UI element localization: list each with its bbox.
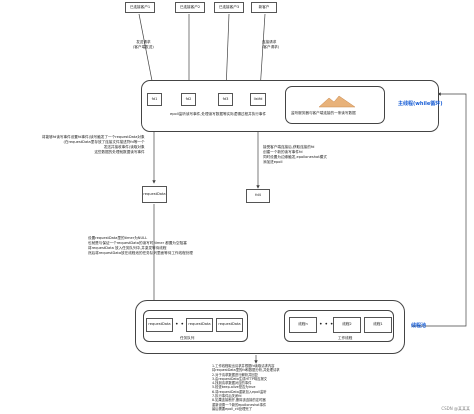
right-steps: 接受客户端连接后,获取连接的fd 创建一个新的读写事件fd 同时设置为边缘触发,… <box>263 145 327 164</box>
worker-item-n: 线程n <box>289 317 317 333</box>
fd4-label: fd4 <box>255 193 261 198</box>
watermark-text: CSDN @某某某 <box>441 406 470 411</box>
request-data-label: requestData <box>143 191 166 196</box>
worker-label-2: 线程2 <box>342 322 352 327</box>
send-request-line-2: (客户端发送) <box>133 44 154 49</box>
queue-item-1: requestData <box>146 318 173 332</box>
fd-label-1: fd1 <box>151 96 158 101</box>
worker-item-1: 线程1 <box>364 317 392 333</box>
new-client-box: 新客户 <box>251 2 277 13</box>
new-client-label: 新客户 <box>258 4 270 9</box>
fd4-box: fd4 <box>246 189 270 203</box>
connect-request-line-2: (客户请求) <box>262 44 280 49</box>
queue-item-label-2: requestData <box>188 322 211 327</box>
worker-item-2: 线程2 <box>333 317 361 333</box>
queue-item-3: requestData <box>216 318 243 332</box>
worker-title: 工作线程 <box>338 336 353 340</box>
listfd-label: listfd <box>253 96 263 101</box>
bottom-step-10: 重新设置一个新的epolloneshot事件 <box>212 402 267 407</box>
bottom-step-3: 2.对于请求数据进行解析并回复 <box>212 372 259 377</box>
listen-note-box: 监听服务器与客户端连接的一条读写数据 <box>285 86 385 124</box>
client-label-3: 已连接客户3 <box>218 4 240 9</box>
client-box-2: 已连接客户2 <box>175 2 205 13</box>
client-label-1: 已连接客户1 <box>129 4 151 9</box>
fd-box-2: fd2 <box>181 93 196 106</box>
epoll-caption: epoll监听读写事件,处理读写数据等实际逻辑过程并执行事件 <box>170 112 267 116</box>
client-label-2: 已连接客户2 <box>179 4 201 9</box>
send-request-line-1: 发送请求 <box>136 40 151 44</box>
bottom-steps: 1.工作线程取出请求并根据fd读取请求内容 将requestData里的fd和数… <box>212 364 280 411</box>
send-request-note: 发送请求 (客户端发送) <box>133 40 154 50</box>
left-step-2: (在requestData里存放了连接文件描述符fd等一个 <box>63 139 145 144</box>
queue-item-2: requestData <box>186 318 213 332</box>
left-step-1: 将能够fd读写事件设置fd事件(读写触发了一个requestData对象 <box>42 135 145 139</box>
bottom-step-1: 1.工作线程取出请求并根据fd读取请求内容 <box>212 364 275 368</box>
bottom-step-9: 8.如果连接断开,删除该连接的定时器 <box>212 398 266 403</box>
worker-ellipsis: • • • • • <box>319 321 345 328</box>
left-steps: 将能够fd读写事件设置fd事件(读写触发了一个requestData对象 (在r… <box>42 135 145 154</box>
connect-request-note: 连接请求 (客户请求) <box>262 40 279 50</box>
bottom-step-5: 4.找到请求数据对应的事件 <box>212 381 252 386</box>
middle-step-1: 设置requestData里的timer为NULL <box>88 236 148 240</box>
bottom-step-11: 最后需要epoll_ctl处理完了 <box>212 406 253 411</box>
right-step-4: 添加进epoll <box>263 159 283 164</box>
queue-item-label-3: requestData <box>218 322 241 327</box>
left-step-4: 这些数据的处理就数据读写事件 <box>94 149 145 154</box>
client-box-3: 已连接客户3 <box>214 2 244 13</box>
middle-step-3: 将requestData 放入任务队列中,并激发等待线程 <box>88 245 167 250</box>
connect-request-line-1: 连接请求 <box>262 40 277 44</box>
fd-box-1: fd1 <box>147 93 162 106</box>
middle-step-4: 然后将requestData放在线程池的任务队列里面等待工作线程处理 <box>88 250 193 255</box>
request-data-box: requestData <box>142 186 167 203</box>
left-step-3: 发送并接收事件)读取对象 <box>103 144 145 149</box>
right-step-1: 接受客户端连接后,获取连接的fd <box>263 145 315 149</box>
logo-icon <box>318 95 356 108</box>
thread-pool-label: 线程池 <box>411 323 427 329</box>
client-box-1: 已连接客户1 <box>125 2 155 13</box>
bottom-step-8: 7.执行事件后关闭fd <box>212 393 242 398</box>
fd-label-2: fd2 <box>185 96 192 101</box>
middle-steps: 设置requestData里的timer为NULL 也就是与保证一个reques… <box>88 236 193 255</box>
bottom-step-7: 6.将requestData重新加入epoll监听 <box>212 389 267 394</box>
listen-note-text: 监听服务器与客户端连接的一条读写数据 <box>291 111 356 115</box>
middle-step-2: 也就是与保证一个requestData的读写时 timer 都置为空阻塞 <box>88 240 187 245</box>
queue-item-label-1: requestData <box>148 322 171 327</box>
right-step-3: 同时设置为边缘触发,epolloneshot模式 <box>263 154 327 159</box>
fd-label-3: fd3 <box>222 96 229 101</box>
bottom-step-6: 5.检查keep-alive是否为true <box>212 385 256 390</box>
fd-box-3: fd3 <box>218 93 233 106</box>
worker-label-1: 线程1 <box>373 322 383 327</box>
worker-label-n: 线程n <box>298 322 308 327</box>
task-queue-title: 任务队列 <box>180 336 195 340</box>
listfd-box: listfd <box>250 93 266 106</box>
main-thread-label: 主线程(while循环) <box>398 101 443 107</box>
bottom-step-2: 将requestData里的fd和数据分析,并处理请求 <box>212 368 280 373</box>
bottom-step-4: 3.由requestData生成HTTP响应报文 <box>212 376 268 381</box>
right-step-2: 创建一个新的读写事件fd <box>263 149 303 154</box>
